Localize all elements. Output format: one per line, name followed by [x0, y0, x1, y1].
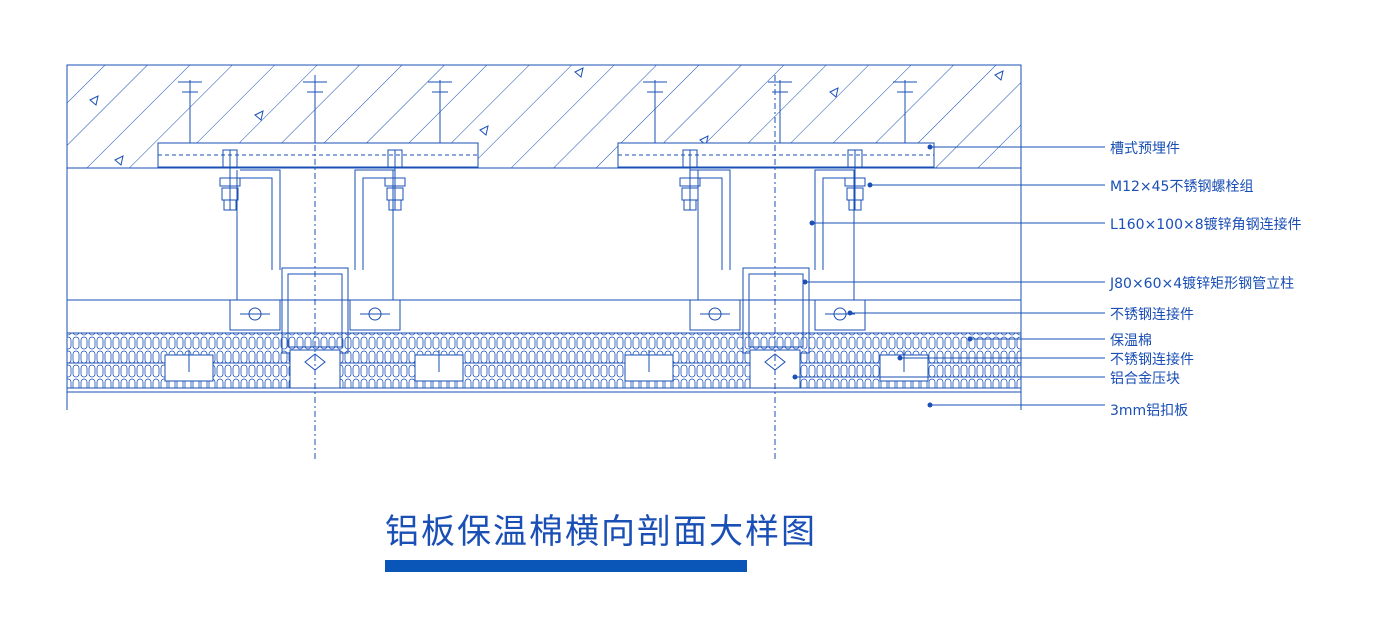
leader-dot-bolt_group [867, 182, 873, 188]
drawing-title: 铝板保温棉横向剖面大样图 [385, 512, 817, 552]
leader-dot-embedded_channel [927, 144, 933, 150]
aggregate-mark [574, 67, 584, 78]
bolt-nut-lower [848, 199, 862, 211]
leader-dot-insulation [967, 336, 973, 342]
label-angle_steel: L160×100×8镀锌角钢连接件 [1110, 216, 1302, 233]
bolt-nut-lower [388, 199, 402, 211]
alloy-clamp-core [304, 353, 326, 371]
embedded-channel-plate [157, 142, 479, 168]
label-ss_connector_lower: 不锈钢连接件 [1110, 351, 1194, 368]
angle-steel-bracket [240, 169, 281, 270]
insulation-layer [66, 332, 1022, 364]
aggregate-mark [89, 95, 99, 106]
stainless-connector [229, 299, 281, 331]
bolt-washer [384, 177, 406, 187]
angle-steel-bracket-inner [690, 177, 723, 270]
stainless-connector [689, 299, 741, 331]
label-steel_tube: J80×60×4镀锌矩形钢管立柱 [1109, 275, 1294, 292]
aggregate-mark [829, 87, 839, 98]
leader-dot-steel_tube [802, 279, 808, 285]
aggregate-mark [254, 110, 264, 121]
stainless-connector [349, 299, 401, 331]
stainless-connector [814, 299, 866, 331]
angle-steel-bracket-inner [240, 177, 273, 270]
concrete-slab-outline [66, 64, 1022, 169]
aggregate-mark [479, 125, 489, 136]
label-insulation: 保温棉 [1110, 332, 1152, 349]
bolt-nut-lower [223, 199, 237, 211]
aggregate-mark [114, 155, 124, 166]
bolt-washer [219, 177, 241, 187]
angle-steel-bracket-inner [362, 177, 395, 270]
angle-steel-bracket [690, 169, 731, 270]
aggregate-mark [994, 70, 1004, 81]
leader-dot-ss_connector_lower [897, 355, 903, 361]
bolt-washer [679, 177, 701, 187]
leader-dot-alloy_clamp [792, 374, 798, 380]
label-bolt_group: M12×45不锈钢螺栓组 [1110, 179, 1253, 195]
label-ss_connector_upper: 不锈钢连接件 [1110, 306, 1194, 323]
angle-steel-bracket-inner [822, 177, 855, 270]
angle-steel-bracket [814, 169, 855, 270]
leader-dot-ss_connector_upper [847, 310, 853, 316]
angle-steel-bracket [354, 169, 395, 270]
insulation-layer-lower [66, 362, 1022, 389]
bolt-washer [844, 177, 866, 187]
label-embedded_channel: 槽式预埋件 [1110, 141, 1180, 157]
alloy-clamp-core [764, 353, 786, 371]
label-aluminum_panel: 3mm铝扣板 [1110, 403, 1188, 419]
bolt-nut-lower [683, 199, 697, 211]
label-alloy_clamp: 铝合金压块 [1110, 371, 1180, 387]
leader-dot-angle_steel [809, 220, 815, 226]
title-underline [385, 560, 747, 572]
leader-dot-aluminum_panel [927, 402, 933, 408]
